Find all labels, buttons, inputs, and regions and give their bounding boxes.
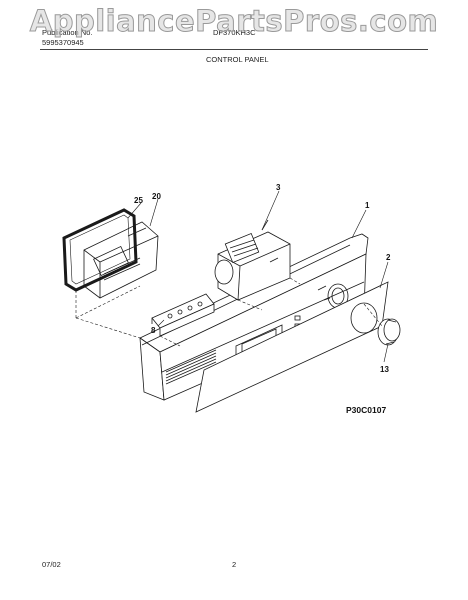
callout-2: 2 [386, 253, 391, 262]
watermark: AppliancePartsPros.com [29, 4, 439, 39]
callout-1: 1 [365, 201, 370, 210]
switch-board [151, 293, 215, 337]
publication-label: Publication No. [42, 28, 93, 37]
gasket [62, 208, 138, 292]
leader-lines [127, 190, 389, 363]
callout-20: 20 [152, 192, 161, 201]
diagram-code: P30C0107 [346, 405, 386, 415]
header-rule [40, 49, 428, 50]
knob [377, 318, 401, 346]
section-title: CONTROL PANEL [206, 55, 269, 64]
callout-25: 25 [134, 196, 143, 205]
callout-13: 13 [380, 365, 389, 374]
footer-page: 2 [232, 560, 237, 569]
publication-number: 5995370945 [42, 38, 84, 47]
dispenser-module [83, 221, 159, 299]
model-number: DF370KH3C [213, 28, 256, 37]
callout-3: 3 [276, 183, 281, 192]
footer-date: 07/02 [42, 560, 61, 569]
callout-8: 8 [151, 326, 156, 335]
guide-lines [75, 277, 383, 347]
overlay-panel [195, 281, 389, 413]
timer-module [214, 219, 291, 301]
